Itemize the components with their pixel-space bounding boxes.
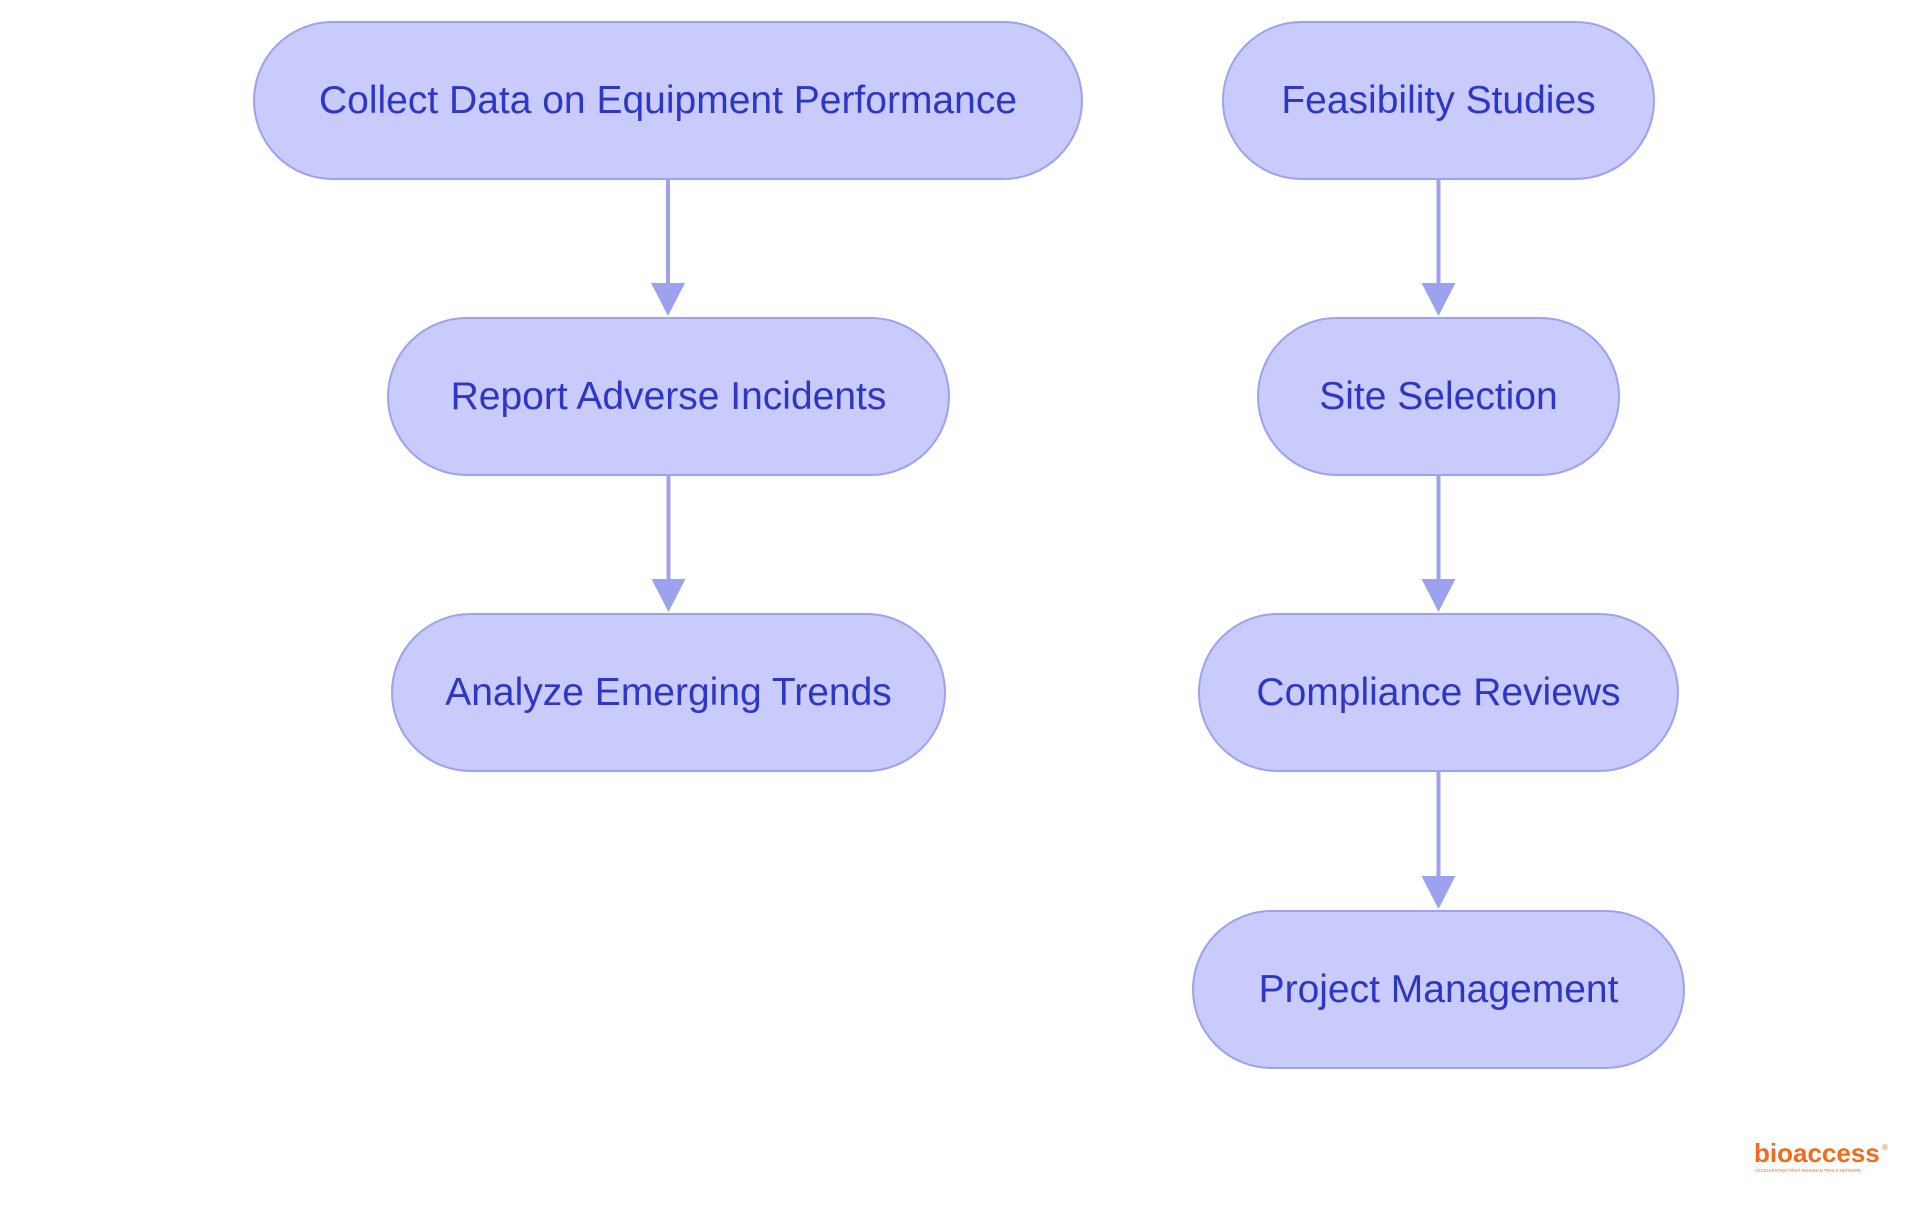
arrowhead-compliance-to-project (1421, 876, 1456, 909)
node-feasibility-studies: Feasibility Studies (1222, 21, 1655, 180)
node-compliance-reviews: Compliance Reviews (1198, 613, 1679, 772)
logo-wordmark: bioaccess (1754, 1138, 1880, 1168)
arrowhead-collect-to-report (651, 283, 685, 316)
logo-tagline: ACCELERATING FIRST-IN-HUMAN TRIALS NETWO… (1755, 1168, 1861, 1173)
node-label: Report Adverse Incidents (450, 374, 887, 418)
node-label: Feasibility Studies (1281, 78, 1596, 122)
node-label: Compliance Reviews (1256, 670, 1621, 714)
bioaccess-logo: bioaccess ® ACCELERATING FIRST-IN-HUMAN … (1752, 1138, 1892, 1178)
logo-mark: bioaccess ® ACCELERATING FIRST-IN-HUMAN … (1754, 1138, 1888, 1173)
node-label: Site Selection (1319, 374, 1558, 418)
arrowhead-site-to-compliance (1421, 579, 1456, 612)
node-collect-data: Collect Data on Equipment Performance (253, 21, 1083, 180)
node-report-adverse-incidents: Report Adverse Incidents (387, 317, 950, 476)
node-analyze-emerging-trends: Analyze Emerging Trends (391, 613, 946, 772)
node-label: Analyze Emerging Trends (445, 670, 892, 714)
node-site-selection: Site Selection (1257, 317, 1620, 476)
arrowhead-feasibility-to-site (1421, 283, 1456, 316)
node-project-management: Project Management (1192, 910, 1685, 1069)
node-label: Collect Data on Equipment Performance (318, 78, 1018, 122)
logo-registered-mark: ® (1882, 1143, 1888, 1152)
node-label: Project Management (1258, 967, 1619, 1011)
arrowhead-report-to-analyze (651, 579, 686, 612)
